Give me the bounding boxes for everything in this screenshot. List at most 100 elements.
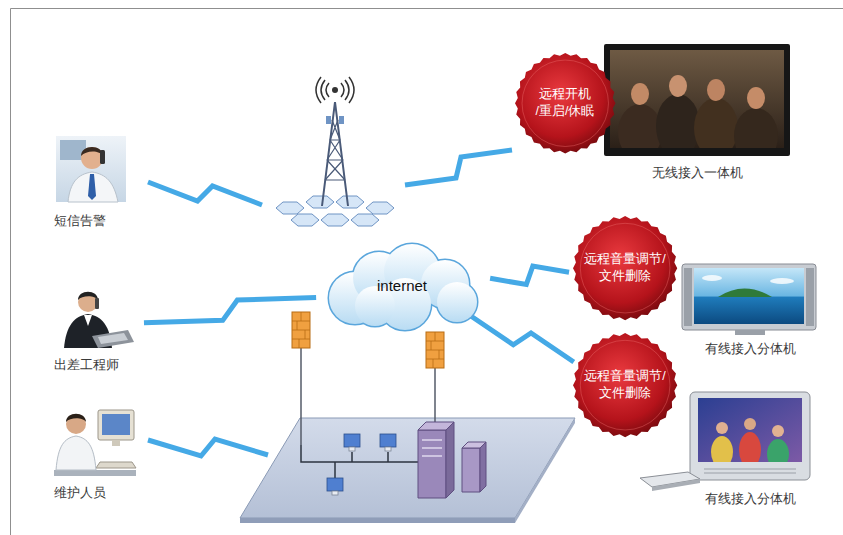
radio-tower: [291, 214, 319, 226]
badge-text: 远程开机 /重启/休眠: [521, 86, 610, 120]
wired-screen: [702, 275, 722, 281]
wireless-screen: [707, 79, 725, 101]
wired-crt-screen: [767, 439, 789, 462]
radio-tower: [276, 196, 394, 226]
lan-platform: [380, 434, 396, 447]
lan-platform: [344, 434, 360, 447]
radio-tower: [339, 116, 344, 124]
lightning-link: [405, 150, 512, 185]
sms-user-icon: [88, 174, 96, 200]
badge-ring: [580, 223, 670, 313]
firewall-icon: [292, 312, 310, 348]
lan-platform: [515, 418, 575, 523]
radio-tower: [332, 87, 338, 93]
user-node: 维护人员: [50, 404, 145, 504]
badge-shape: [573, 333, 677, 437]
maintainer-icon: [102, 414, 130, 435]
radio-tower: [322, 102, 348, 206]
firewall-icon: [426, 332, 444, 368]
maintainer-icon: [112, 440, 120, 446]
engineer-icon: [64, 292, 134, 348]
feature-badge: 远程开机 /重启/休眠: [515, 53, 616, 154]
wired-crt-screen: [739, 432, 761, 462]
user-label: 短信告警: [54, 212, 106, 230]
sms-user-icon: [81, 147, 103, 169]
lan-platform: [385, 447, 391, 451]
lightning-link: [490, 266, 569, 285]
maintainer-icon: [56, 436, 96, 470]
sms-user-icon: [56, 136, 126, 202]
wireless-screen: [669, 75, 687, 97]
lan-platform: [418, 430, 446, 498]
lan-platform: [332, 447, 391, 495]
terminal-label: 无线接入一体机: [652, 164, 743, 182]
cloud-fill: [329, 244, 477, 330]
wired-crt-screen: [716, 422, 728, 434]
wired-screen: [682, 264, 816, 330]
terminal-label: 有线接入分体机: [705, 490, 796, 508]
badge-ring: [580, 340, 670, 430]
sms-user-icon: [81, 147, 103, 156]
lan-platform: [301, 348, 435, 445]
sms-user-icon: [68, 172, 118, 202]
maintainer-icon: [54, 410, 136, 476]
wireless-screen: [734, 108, 778, 148]
display-terminal: 有线接入分体机: [683, 386, 818, 510]
radio-tower: [325, 120, 345, 180]
wireless-screen: [694, 98, 738, 148]
wired-crt-screen: [711, 436, 733, 462]
radio-tower: [351, 214, 379, 226]
engineer-icon: [92, 330, 134, 348]
cloud-fill: [437, 282, 477, 322]
badge-shape: [573, 216, 677, 320]
firewall-icon: [426, 332, 444, 368]
lan-platform: [327, 478, 343, 491]
maintainer-icon: [96, 462, 136, 468]
lan-platform: [240, 348, 575, 523]
wireless-screen: [618, 104, 662, 148]
user-node: 短信告警: [50, 132, 140, 232]
wireless-screen: [631, 83, 649, 105]
radio-tower: [321, 214, 349, 226]
lightning-link: [148, 439, 268, 456]
radio-tower: [276, 77, 394, 226]
engineer-icon: [95, 298, 99, 309]
internet-cloud: internet: [317, 240, 487, 330]
lan-platform: [462, 448, 480, 492]
cloud-label: internet: [377, 277, 427, 294]
badge-fill: [573, 333, 677, 437]
wired-crt-screen: [772, 425, 784, 437]
user-node: 出差工程师: [50, 284, 140, 376]
radio-tower: [326, 116, 331, 124]
wired-screen: [718, 289, 772, 298]
maintainer-icon: [66, 414, 86, 422]
lightning-link: [144, 298, 316, 323]
wired-crt-screen: [711, 418, 789, 462]
display-terminal: 有线接入分体机: [680, 260, 820, 360]
wired-screen: [735, 330, 765, 335]
wired-screen: [694, 268, 804, 324]
feature-badge: 远程音量调节/ 文件删除: [573, 333, 677, 437]
cloud-outline: [437, 282, 477, 322]
badge-shape: [515, 53, 616, 154]
wired-crt-screen: [652, 479, 700, 491]
radio-tower: [276, 202, 304, 214]
radio-tower: [366, 202, 394, 214]
maintainer-icon: [98, 410, 134, 440]
lan-platform: [422, 440, 442, 456]
engineer-icon: [78, 292, 98, 300]
cloud-outline: [329, 244, 477, 330]
lan-platform: [327, 434, 396, 491]
wired-screen: [682, 264, 816, 335]
wireless-screen: [656, 94, 700, 148]
badge-fill: [573, 216, 677, 320]
maintainer-icon: [66, 414, 86, 434]
lightning-link: [148, 150, 512, 456]
user-label: 出差工程师: [54, 356, 119, 374]
wired-crt-screen: [704, 469, 796, 473]
sms-user-icon: [56, 136, 126, 202]
badge-text: 远程音量调节/ 文件删除: [579, 368, 671, 402]
user-label: 维护人员: [54, 484, 106, 502]
